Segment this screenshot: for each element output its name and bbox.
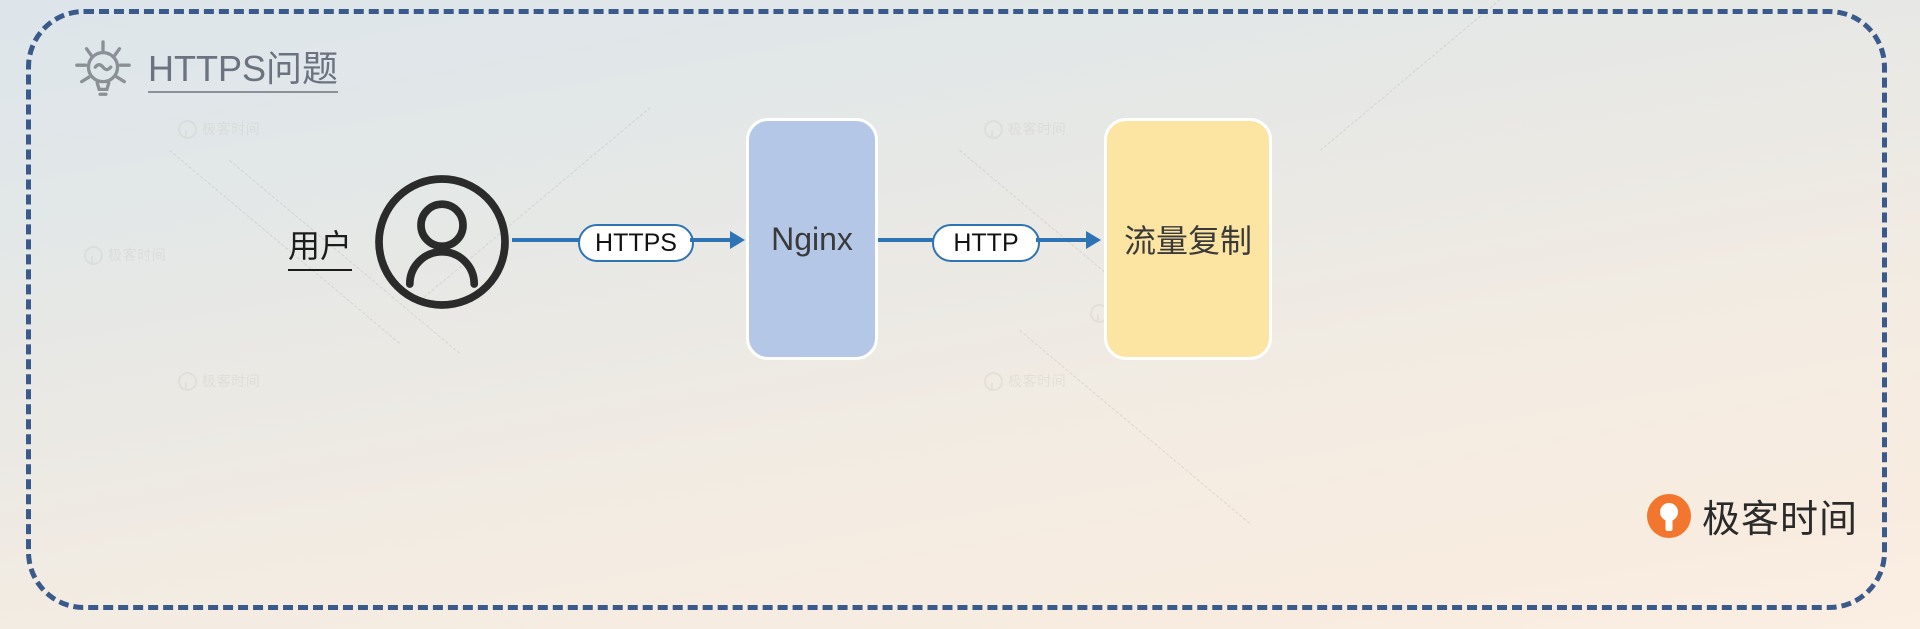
user-avatar-icon <box>375 175 509 309</box>
dashed-frame-border <box>26 9 1887 610</box>
node-nginx-label: Nginx <box>771 220 853 257</box>
page-title: HTTPS问题 <box>148 49 339 94</box>
edge-label-http: HTTP <box>932 224 1040 262</box>
brand-name: 极客时间 <box>1701 497 1858 541</box>
edge-nginx-mirror-line-left <box>878 238 934 242</box>
edge-label-http-text: HTTP <box>953 228 1019 257</box>
user-label: 用户 <box>288 221 353 271</box>
title-group: HTTPS问题 <box>72 40 339 102</box>
node-traffic-mirror[interactable]: 流量复制 <box>1104 118 1272 360</box>
edge-nginx-mirror-line-right <box>1036 238 1088 242</box>
edge-user-nginx-line-left <box>512 238 580 242</box>
brand-logo: 极客时间 <box>1646 488 1858 543</box>
node-nginx[interactable]: Nginx <box>746 118 878 360</box>
geekbang-logo-icon <box>1646 493 1691 538</box>
edge-nginx-mirror-arrowhead <box>1086 231 1101 249</box>
edge-label-https: HTTPS <box>578 224 694 262</box>
edge-user-nginx-line-right <box>690 238 732 242</box>
node-traffic-mirror-label: 流量复制 <box>1123 223 1252 259</box>
edge-label-https-text: HTTPS <box>595 228 677 257</box>
edge-user-nginx-arrowhead <box>730 231 745 249</box>
lightbulb-idea-icon <box>75 40 131 96</box>
